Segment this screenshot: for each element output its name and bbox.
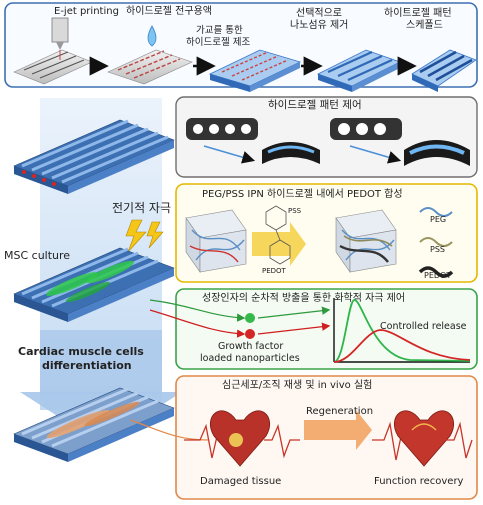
controlled-release-label: Controlled release bbox=[380, 321, 467, 332]
nanoparticle-green bbox=[245, 313, 255, 323]
panel-pedot-title: PEG/PSS IPN 하이드로젤 내에서 PEDOT 합성 bbox=[202, 189, 403, 200]
legend-peg-line bbox=[419, 207, 453, 217]
ipn-network-left bbox=[185, 209, 247, 273]
step-removal-label-2: 나노섬유 제거 bbox=[290, 20, 349, 31]
release-curve-plot bbox=[333, 298, 471, 363]
step-precursor-label: 하이드로젤 전구용액 bbox=[126, 6, 212, 17]
legend-pedot-line bbox=[418, 266, 454, 278]
differentiation-label-2: differentiation bbox=[42, 359, 132, 372]
hydrogel-scaffold-illustration bbox=[411, 49, 477, 92]
step-removal-label-1: 선택적으로 bbox=[296, 8, 342, 19]
release-curve-red bbox=[333, 329, 471, 363]
recovered-heart-icon bbox=[372, 410, 473, 467]
nanoparticle-red bbox=[245, 329, 255, 339]
structure-pedot-label: PEDOT bbox=[262, 267, 286, 275]
step-crosslink-label-1: 가교를 통한 bbox=[196, 25, 243, 36]
legend-pss-line bbox=[419, 237, 453, 247]
scaffold-msc-illustration bbox=[13, 247, 175, 322]
ipn-network-right bbox=[335, 209, 397, 273]
legend-peg-label: PEG bbox=[430, 215, 447, 224]
panel-pedot-synthesis bbox=[175, 183, 478, 283]
green-to-curve-arrow bbox=[257, 306, 331, 319]
structure-pss-label: PSS bbox=[288, 207, 302, 215]
synthesis-arrow bbox=[252, 222, 306, 266]
link-msc-to-red bbox=[149, 309, 246, 338]
pattern-control-illustration bbox=[186, 118, 470, 166]
crosslink-hydrogel-illustration bbox=[208, 49, 302, 92]
scaffold-top-illustration bbox=[13, 119, 175, 194]
left-down-arrow-shaft bbox=[40, 330, 162, 394]
nanoparticle-label-1: Growth factor bbox=[218, 341, 284, 352]
differentiation-label-1: Cardiac muscle cells bbox=[18, 345, 144, 358]
step-crosslink-label-2: 하이드로젤 제조 bbox=[186, 37, 251, 48]
precursor-illustration bbox=[107, 25, 193, 85]
red-to-curve-arrow bbox=[257, 322, 331, 335]
regeneration-label: Regeneration bbox=[306, 406, 374, 417]
legend-pss-label: PSS bbox=[430, 245, 445, 254]
panel-growth-title: 성장인자의 순차적 방출을 통한 화학적 자극 제어 bbox=[202, 293, 406, 304]
step-eject-label: E-jet printing bbox=[54, 6, 119, 17]
panel-pattern-title: 하이드로젤 패턴 제어 bbox=[268, 99, 362, 111]
electrical-stimulus-label: 전기적 자극 bbox=[112, 201, 172, 215]
step-scaffold-label-1: 하이트로젤 패턴 bbox=[384, 8, 452, 19]
step-scaffold-label-2: 스케폴드 bbox=[406, 20, 443, 31]
lightning-icon bbox=[125, 219, 164, 253]
pedot-chemical-structure bbox=[265, 205, 291, 265]
scaffold-cardiac-illustration bbox=[13, 387, 175, 462]
function-recovery-label: Function recovery bbox=[374, 476, 464, 487]
legend-pedot-label: PEDOT bbox=[424, 271, 452, 280]
msc-culture-label: MSC culture bbox=[4, 249, 71, 262]
release-curve-green bbox=[333, 299, 471, 363]
link-msc-to-green bbox=[149, 299, 246, 322]
panel-invivo-title: 심근세포/조직 재생 및 in vivo 실험 bbox=[222, 380, 373, 391]
polymer-legend bbox=[418, 207, 454, 278]
damaged-tissue-label: Damaged tissue bbox=[200, 476, 282, 487]
damaged-heart-icon bbox=[184, 410, 300, 467]
eject-printing-illustration bbox=[13, 17, 93, 85]
nanoparticle-label-2: loaded nanoparticles bbox=[200, 353, 300, 364]
regeneration-arrow bbox=[304, 410, 372, 450]
